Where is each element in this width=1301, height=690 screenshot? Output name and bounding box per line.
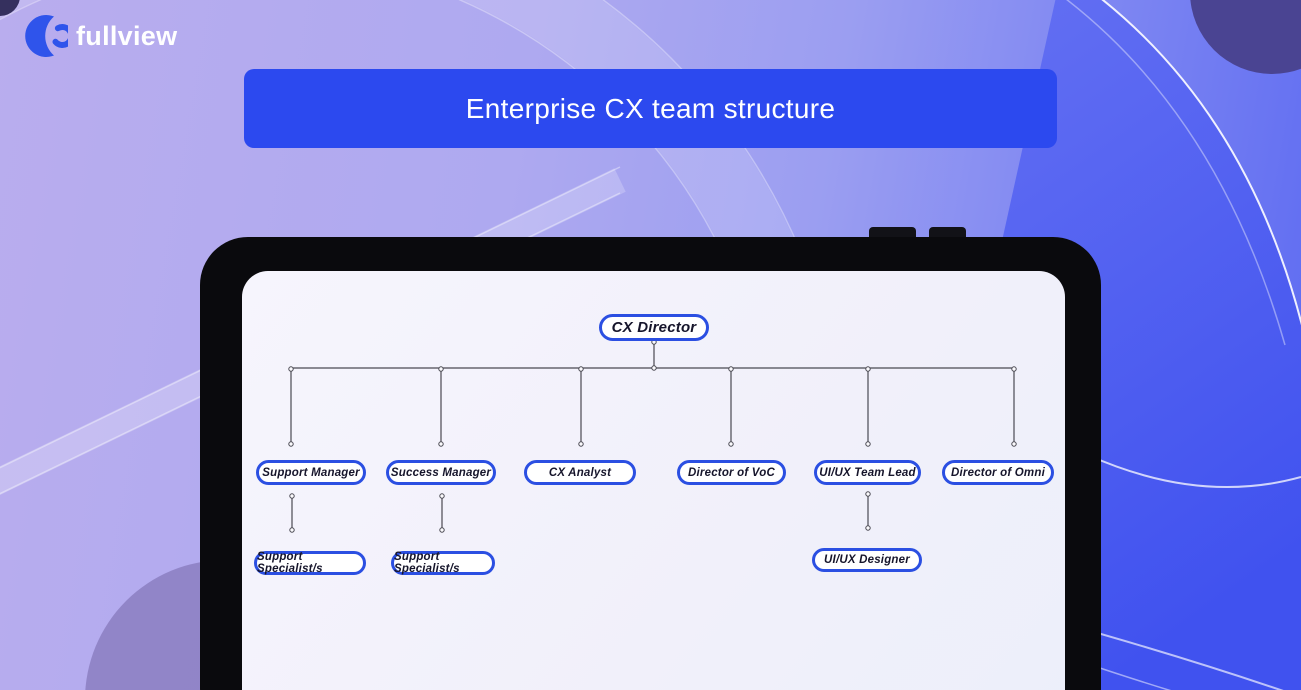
org-node-director-of-omni: Director of Omni xyxy=(942,460,1054,485)
tablet-mockup: CX Director Support Manager Success Mana… xyxy=(200,237,1101,690)
org-chart: CX Director Support Manager Success Mana… xyxy=(242,271,1065,690)
org-node-uiux-designer: UI/UX Designer xyxy=(812,548,922,572)
tablet-volume-button xyxy=(929,227,966,240)
fullview-logo-text: fullview xyxy=(76,20,178,51)
fullview-logo: fullview xyxy=(24,13,177,59)
org-node-cx-director: CX Director xyxy=(599,314,709,341)
tablet-screen: CX Director Support Manager Success Mana… xyxy=(242,271,1065,690)
tablet-volume-button xyxy=(869,227,916,240)
org-node-success-manager: Success Manager xyxy=(386,460,496,485)
org-node-support-specialists-1: Support Specialist/s xyxy=(254,551,366,575)
title-banner: Enterprise CX team structure xyxy=(244,69,1057,148)
org-node-support-manager: Support Manager xyxy=(256,460,366,485)
org-chart-connectors xyxy=(288,339,1017,533)
org-node-director-of-voc: Director of VoC xyxy=(677,460,786,485)
fullview-logo-icon xyxy=(25,15,68,58)
org-node-cx-analyst: CX Analyst xyxy=(524,460,636,485)
page-title: Enterprise CX team structure xyxy=(465,92,836,124)
org-node-support-specialists-2: Support Specialist/s xyxy=(391,551,495,575)
org-node-uiux-team-lead: UI/UX Team Lead xyxy=(814,460,921,485)
